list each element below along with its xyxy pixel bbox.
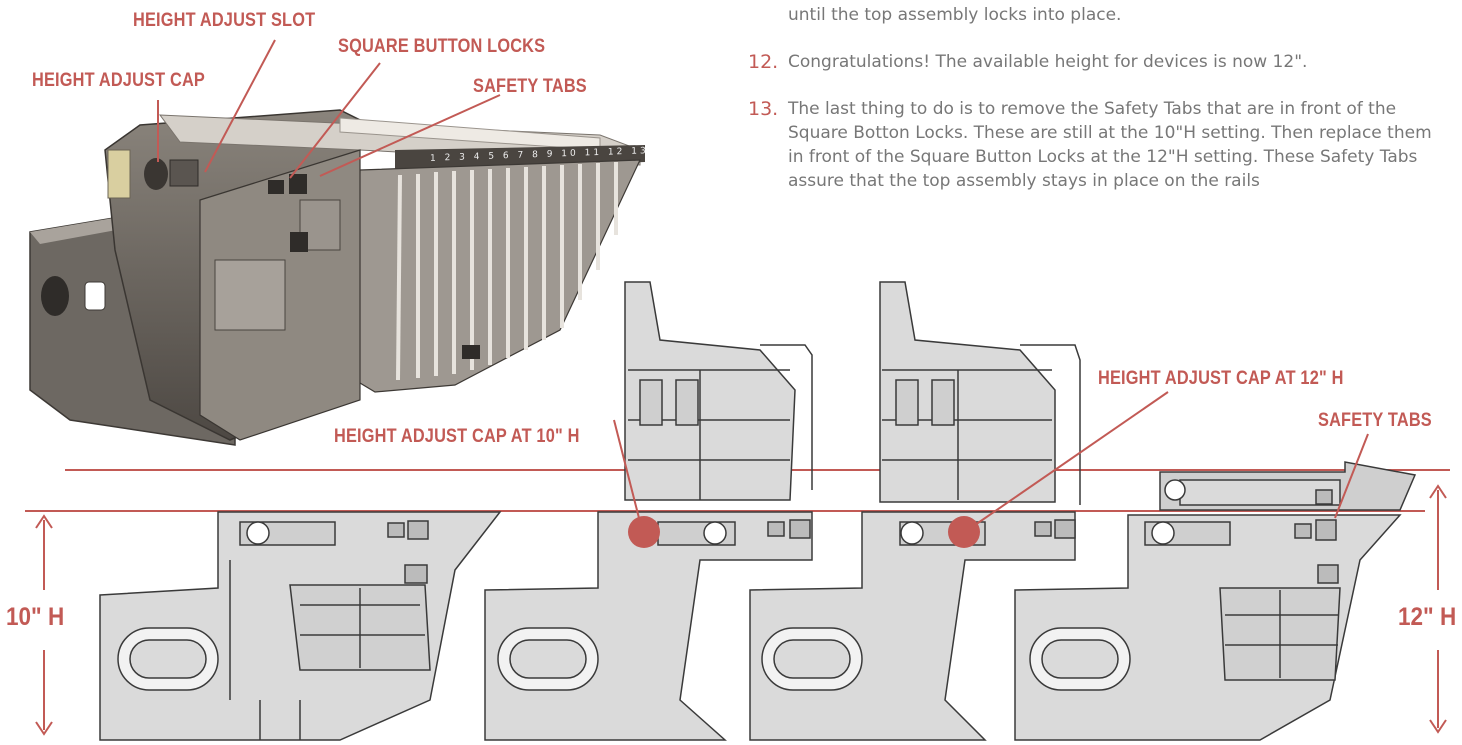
product-3d-render xyxy=(29,39,645,446)
label-cap-at-10: HEIGHT ADJUST CAP AT 10" H xyxy=(334,426,580,447)
dimension-10-label: 10" H xyxy=(6,603,65,631)
instruction-step-13: 13. The last thing to do is to remove th… xyxy=(748,97,1442,193)
step-12-text: Congratulations! The available height fo… xyxy=(788,52,1308,72)
step-11-text: until the top assembly locks into place. xyxy=(788,5,1122,25)
side-view-4 xyxy=(1014,461,1417,741)
dimension-12-label: 12" H xyxy=(1398,603,1457,631)
label-safety-tabs-right: SAFETY TABS xyxy=(1318,410,1432,431)
cap-marker-12 xyxy=(948,516,980,548)
side-view-2 xyxy=(484,281,813,741)
dimension-arrows xyxy=(35,484,1447,736)
cap-marker-10 xyxy=(628,516,660,548)
label-height-adjust-slot: HEIGHT ADJUST SLOT xyxy=(133,10,316,31)
label-square-button-locks: SQUARE BUTTON LOCKS xyxy=(338,36,546,57)
side-view-1 xyxy=(99,511,502,741)
label-cap-at-12: HEIGHT ADJUST CAP AT 12" H xyxy=(1098,368,1344,389)
label-height-adjust-cap: HEIGHT ADJUST CAP xyxy=(32,70,205,91)
step-13-number: 13. xyxy=(748,98,779,120)
device-slot-ribs xyxy=(354,159,641,393)
instruction-step-11-tail: until the top assembly locks into place. xyxy=(752,3,1442,27)
step-12-number: 12. xyxy=(748,51,779,73)
side-view-3 xyxy=(749,281,1081,741)
leader-lines-side xyxy=(613,391,1369,526)
step-13-text: The last thing to do is to remove the Sa… xyxy=(788,99,1432,191)
instruction-step-12: 12. Congratulations! The available heigh… xyxy=(748,50,1442,74)
label-safety-tabs-top: SAFETY TABS xyxy=(473,76,587,97)
leader-lines-3d xyxy=(157,39,501,179)
